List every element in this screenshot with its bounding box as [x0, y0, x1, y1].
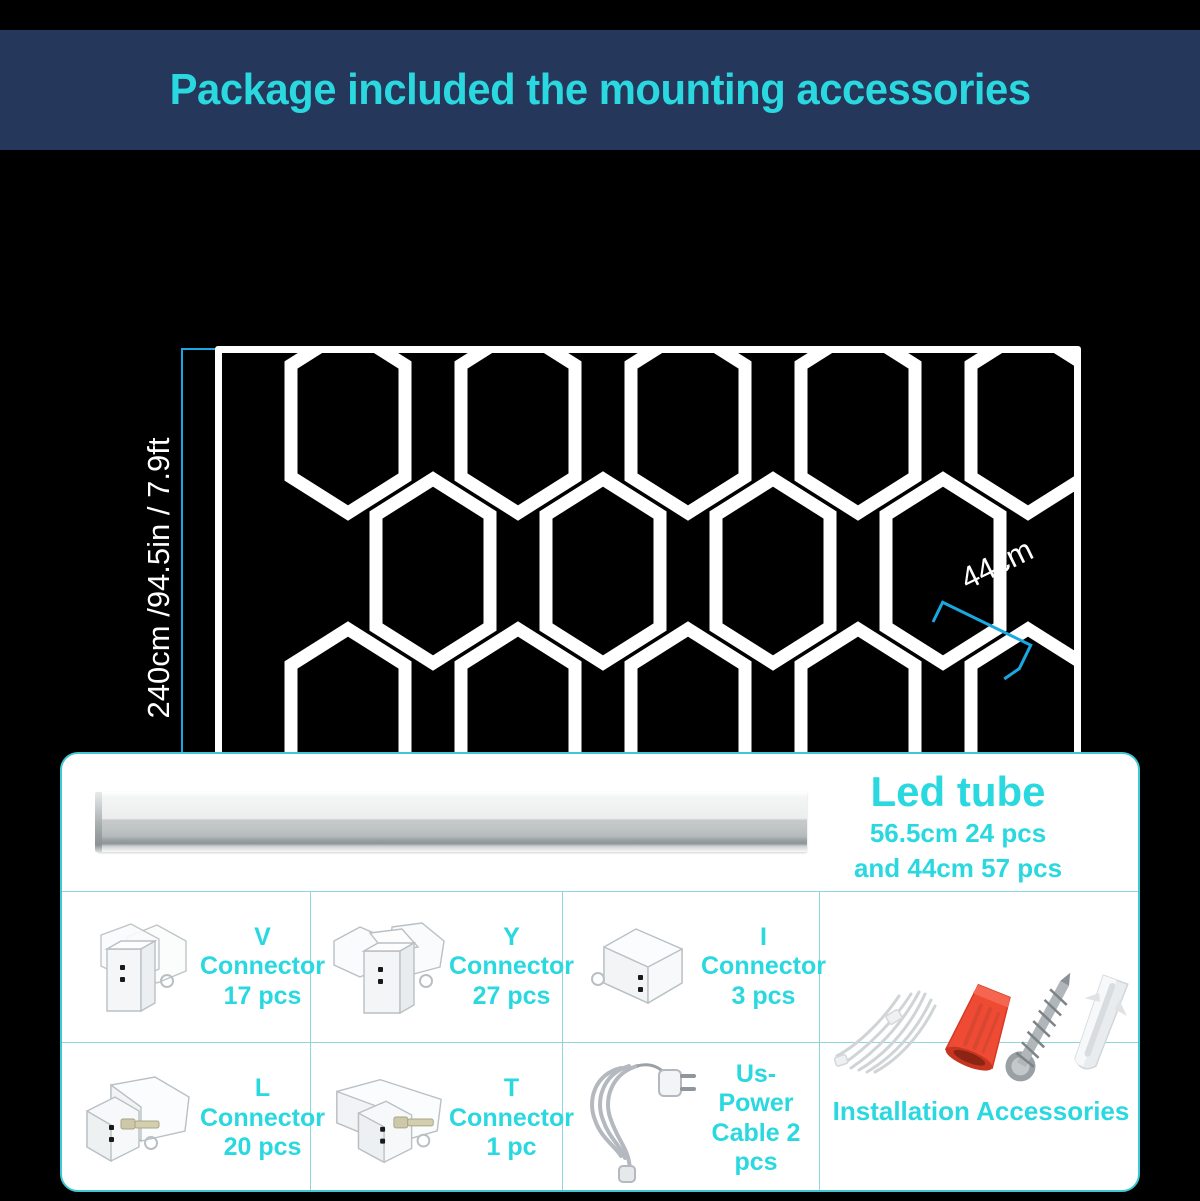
l-connector-label: L Connector 20 pcs: [200, 1074, 333, 1163]
y-connector-type: Y: [503, 922, 520, 951]
installation-accessories-label: Installation Accessories: [832, 1095, 1130, 1126]
connector-row-1: V Connector 17 pcs: [62, 892, 1138, 1043]
t-connector-qty: 1 pc: [486, 1133, 537, 1162]
l-connector-type: L: [254, 1074, 271, 1103]
installation-accessories-icon: [831, 960, 1131, 1090]
page-title: Package included the mounting accessorie…: [169, 65, 1031, 114]
led-tube-endcap-icon: [95, 792, 102, 852]
i-connector-name: Connector: [701, 952, 826, 981]
v-connector-type: V: [254, 922, 271, 951]
height-dimension-tick-top: [181, 348, 215, 350]
height-dimension-line: [181, 348, 183, 802]
honeycomb-grid: [284, 346, 1081, 796]
us-power-cable-qty: Cable 2 pcs: [711, 1118, 801, 1177]
connector-cell-y: Y Connector 27 pcs: [311, 892, 574, 1042]
us-power-cable-icon: [581, 1043, 701, 1190]
connector-cell-l: L Connector 20 pcs: [62, 1043, 325, 1190]
led-tube-row: Led tube 56.5cm 24 pcs and 44cm 57 pcs: [62, 754, 1138, 892]
v-connector-icon: [80, 892, 200, 1042]
us-power-cable-name: Us-Power: [718, 1059, 794, 1118]
header-banner: Package included the mounting accessorie…: [0, 30, 1200, 150]
edge-length-bracket: [931, 600, 1033, 680]
t-connector-name: Connector: [449, 1103, 574, 1132]
y-connector-name: Connector: [449, 952, 574, 981]
v-connector-label: V Connector 17 pcs: [200, 923, 333, 1012]
y-connector-label: Y Connector 27 pcs: [449, 923, 582, 1012]
led-tube-title: Led tube: [870, 768, 1046, 815]
t-connector-icon: [329, 1043, 449, 1190]
led-tube-text-block: Led tube 56.5cm 24 pcs and 44cm 57 pcs: [788, 768, 1128, 883]
height-dimension-label: 240cm /94.5in / 7.9ft: [141, 437, 176, 719]
v-connector-name: Connector: [200, 952, 325, 981]
i-connector-label: I Connector 3 pcs: [701, 923, 834, 1012]
led-tube-qty-line1: 56.5cm 24 pcs: [869, 818, 1047, 849]
us-power-cable-label: Us-Power Cable 2 pcs: [701, 1060, 819, 1178]
power-cable-cell: Us-Power Cable 2 pcs: [563, 1043, 820, 1190]
connector-cell-v: V Connector 17 pcs: [62, 892, 325, 1042]
t-connector-label: T Connector 1 pc: [449, 1074, 582, 1163]
accessories-panel: Led tube 56.5cm 24 pcs and 44cm 57 pcs: [60, 752, 1140, 1192]
i-connector-qty: 3 pcs: [731, 981, 796, 1010]
l-connector-name: Connector: [200, 1103, 325, 1132]
connector-row-2: L Connector 20 pcs: [62, 1043, 1138, 1190]
connector-cell-t: T Connector 1 pc: [311, 1043, 574, 1190]
installation-accessories-cell: Installation Accessories: [820, 892, 1138, 1190]
y-connector-icon: [329, 892, 449, 1042]
v-connector-qty: 17 pcs: [223, 981, 302, 1010]
l-connector-qty: 20 pcs: [223, 1133, 302, 1162]
led-tube-qty-line2: and 44cm 57 pcs: [853, 852, 1063, 883]
led-tube-icon: [97, 792, 807, 852]
hexagon-diagram: 240cm /94.5in / 7.9ft 480cm / 189in / 15…: [0, 150, 1200, 875]
i-connector-icon: [581, 892, 701, 1042]
t-connector-type: T: [503, 1074, 520, 1103]
l-connector-icon: [80, 1043, 200, 1190]
y-connector-qty: 27 pcs: [472, 981, 551, 1010]
connector-cell-i: I Connector 3 pcs: [563, 892, 826, 1042]
i-connector-type: I: [760, 922, 767, 951]
